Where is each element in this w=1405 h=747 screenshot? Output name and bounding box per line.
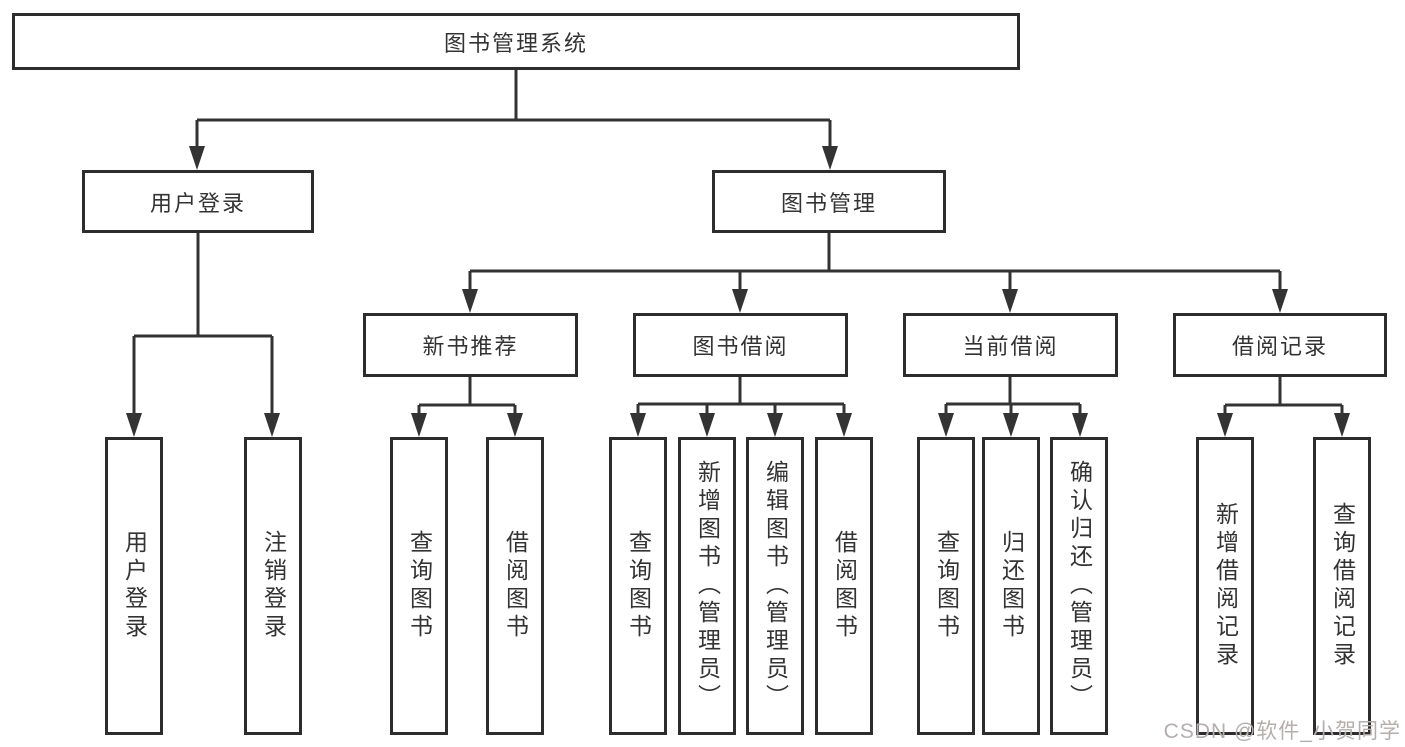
leaf-query-books-current: 查询图书 (917, 437, 975, 735)
node-label: 借阅图书 (502, 530, 529, 642)
node-label: 注销登录 (260, 530, 287, 642)
node-label: 新增图书（管理员） (694, 460, 721, 712)
leaf-return-books: 归还图书 (982, 437, 1040, 735)
leaf-logout: 注销登录 (244, 437, 302, 735)
leaf-add-borrow-record: 新增借阅记录 (1196, 437, 1254, 735)
node-label: 编辑图书（管理员） (762, 460, 789, 712)
node-book-borrowing: 图书借阅 (633, 313, 848, 377)
node-label: 查询图书 (625, 530, 652, 642)
leaf-user-login: 用户登录 (105, 437, 163, 735)
node-label: 查询图书 (406, 530, 433, 642)
node-label: 图书借阅 (692, 334, 789, 359)
node-book-management-module: 图书管理 (712, 170, 946, 233)
csdn-watermark: CSDN @软件_小贺同学 (1163, 720, 1401, 743)
node-label: 新增借阅记录 (1212, 502, 1239, 670)
node-label: 查询图书 (933, 530, 960, 642)
node-label: 归还图书 (998, 530, 1025, 642)
node-label: 用户登录 (121, 530, 148, 642)
node-label: 借阅记录 (1231, 334, 1328, 359)
leaf-borrow-books-recommend: 借阅图书 (486, 437, 544, 735)
node-label: 用户登录 (149, 190, 246, 216)
node-label: 借阅图书 (831, 530, 858, 642)
leaf-query-borrow-record: 查询借阅记录 (1313, 437, 1371, 735)
node-label: 查询借阅记录 (1329, 502, 1356, 670)
leaf-confirm-return-admin: 确认归还（管理员） (1050, 437, 1108, 735)
leaf-query-books-recommend: 查询图书 (390, 437, 448, 735)
node-current-borrowing: 当前借阅 (903, 313, 1118, 377)
leaf-add-books-admin: 新增图书（管理员） (678, 437, 736, 735)
node-user-login-module: 用户登录 (82, 170, 314, 233)
node-label: 当前借阅 (962, 334, 1059, 359)
leaf-edit-books-admin: 编辑图书（管理员） (746, 437, 804, 735)
node-borrowing-records: 借阅记录 (1173, 313, 1387, 377)
node-new-book-recommendation: 新书推荐 (363, 313, 578, 377)
node-label: 新书推荐 (422, 334, 519, 359)
node-label: 图书管理 (780, 190, 877, 216)
leaf-query-books-borrow: 查询图书 (609, 437, 667, 735)
node-label: 图书管理系统 (443, 30, 588, 56)
node-label: 确认归还（管理员） (1066, 460, 1093, 712)
node-library-management-system: 图书管理系统 (12, 13, 1020, 70)
leaf-borrow-books: 借阅图书 (815, 437, 873, 735)
